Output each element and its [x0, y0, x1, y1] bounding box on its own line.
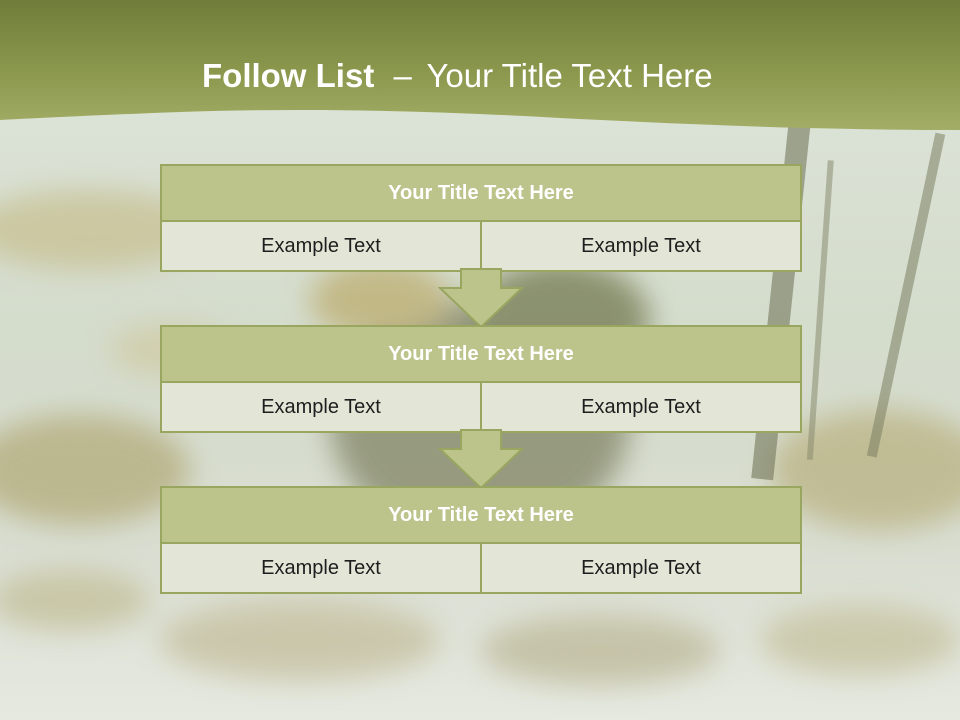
block-left-text: Example Text — [160, 542, 482, 594]
list-block-3: Your Title Text Here Example Text Exampl… — [160, 486, 802, 594]
down-arrow-icon — [438, 429, 524, 489]
block-left-text: Example Text — [160, 381, 482, 433]
block-title: Your Title Text Here — [160, 486, 802, 544]
slide-title-rest: Your Title Text Here — [426, 57, 713, 94]
list-block-2: Your Title Text Here Example Text Exampl… — [160, 325, 802, 433]
block-left-text: Example Text — [160, 220, 482, 272]
block-title: Your Title Text Here — [160, 164, 802, 222]
block-right-text: Example Text — [480, 220, 802, 272]
list-block-1: Your Title Text Here Example Text Exampl… — [160, 164, 802, 272]
block-right-text: Example Text — [480, 381, 802, 433]
down-arrow-icon — [438, 268, 524, 328]
block-right-text: Example Text — [480, 542, 802, 594]
block-title: Your Title Text Here — [160, 325, 802, 383]
slide-title-bold: Follow List — [202, 57, 375, 94]
slide-title-separator: – — [393, 57, 412, 94]
slide-title: Follow List – Your Title Text Here — [202, 54, 713, 98]
